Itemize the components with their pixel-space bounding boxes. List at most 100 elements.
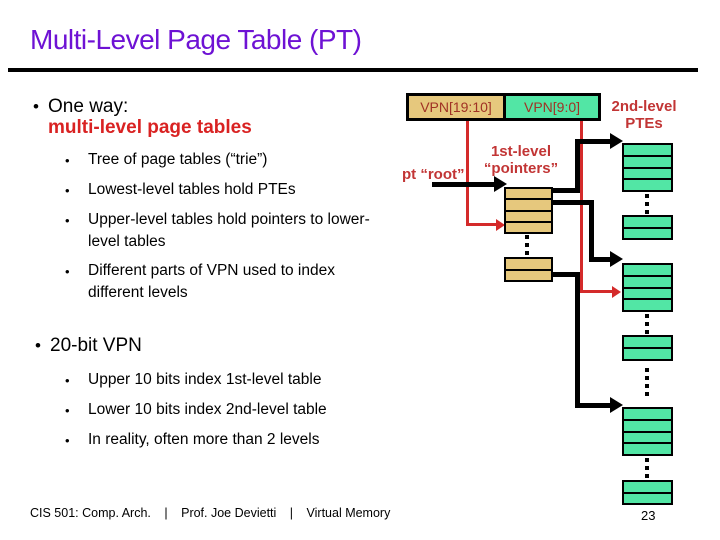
ellipsis-dotted-line — [645, 368, 649, 396]
page-table-row — [624, 145, 671, 155]
bullet-icon: • — [65, 213, 70, 228]
ellipsis-dotted-line — [645, 458, 649, 479]
pointer-line-to-pte-table-3 — [575, 272, 580, 408]
bullet-icon: • — [65, 373, 70, 388]
root-pointer-line — [432, 182, 496, 187]
list-item-text: Lowest-level tables hold PTEs — [88, 181, 296, 198]
list-item: • Lowest-level tables hold PTEs — [65, 179, 395, 202]
vpn-low-index-line — [580, 290, 613, 293]
first-level-table-continued — [504, 257, 553, 282]
list-item: • Upper-level tables hold pointers to lo… — [65, 209, 395, 253]
list-item-text: Upper 10 bits index 1st-level table — [88, 371, 322, 388]
second-level-pte-table-1-continued — [622, 215, 673, 240]
list-item: • In reality, often more than 2 levels — [65, 429, 415, 452]
ellipsis-dotted-line — [525, 235, 529, 256]
page-table-row — [624, 274, 671, 287]
bullet-icon: • — [35, 336, 41, 355]
bullet-icon: • — [33, 97, 39, 116]
one-way-sublist: • Tree of page tables (“trie”) • Lowest-… — [65, 149, 395, 311]
page-table-row — [624, 482, 671, 492]
bullet-20bit-vpn-label: 20-bit VPN — [50, 335, 142, 356]
page-table-row — [624, 337, 671, 347]
list-item: • Lower 10 bits index 2nd-level table — [65, 399, 415, 422]
bullet-icon: • — [65, 433, 70, 448]
footer-course: CIS 501: Comp. Arch. — [30, 506, 151, 520]
ellipsis-dotted-line — [645, 314, 649, 334]
second-level-pte-table-2-continued — [622, 335, 673, 361]
root-pointer-arrow-icon — [494, 176, 507, 192]
page-table-row — [624, 491, 671, 503]
second-level-ptes-label: 2nd-level PTEs — [598, 98, 690, 132]
second-level-pte-table-3-continued — [622, 480, 673, 505]
pointer-line-to-pte-table-1 — [552, 188, 580, 193]
list-item-text: Upper-level tables hold pointers to lowe… — [88, 211, 370, 250]
page-table-row — [624, 166, 671, 179]
bullet-one-way: • One way: — [33, 96, 128, 118]
list-item-text: Different parts of VPN used to index dif… — [88, 262, 335, 301]
bullet-icon: • — [65, 264, 70, 279]
vpn-low-bits-cell: VPN[9:0] — [503, 96, 598, 118]
page-table-row — [624, 286, 671, 299]
vpn-high-index-line — [466, 121, 469, 226]
list-item-text: In reality, often more than 2 levels — [88, 431, 320, 448]
page-table-row — [624, 418, 671, 431]
bullet-icon: • — [65, 153, 70, 168]
slide-footer: CIS 501: Comp. Arch. | Prof. Joe Deviett… — [30, 506, 390, 520]
second-level-pte-table-3 — [622, 407, 673, 456]
second-level-pte-table-2 — [622, 263, 673, 312]
second-level-label-line1: 2nd-level — [611, 98, 677, 115]
pointer-arrow-to-pte-table-1-icon — [610, 133, 623, 149]
pointer-line-to-pte-table-2 — [552, 200, 594, 205]
second-level-label-line2: PTEs — [625, 115, 663, 132]
vpn-high-bits-cell: VPN[19:10] — [409, 96, 503, 118]
first-level-table — [504, 187, 553, 234]
title-underline — [8, 68, 698, 72]
page-table-row — [624, 178, 671, 190]
bullet-one-way-emphasis: multi-level page tables — [48, 117, 252, 138]
pointer-line-to-pte-table-1 — [575, 139, 580, 193]
pointer-line-to-pte-table-2 — [589, 257, 612, 262]
first-level-label-line1: 1st-level — [490, 143, 552, 160]
bullet-icon: • — [65, 183, 70, 198]
page-table-row — [624, 347, 671, 359]
second-level-pte-table-1 — [622, 143, 673, 192]
bullet-20bit-vpn: • 20-bit VPN — [35, 335, 142, 357]
pointer-line-to-pte-table-3 — [552, 272, 580, 277]
page-table-row — [624, 442, 671, 454]
vpn-high-index-line — [466, 223, 497, 226]
list-item-text: Tree of page tables (“trie”) — [88, 151, 268, 168]
bullet-one-way-label: One way: — [48, 96, 129, 117]
page-table-row — [506, 209, 551, 221]
pointer-line-to-pte-table-2 — [589, 200, 594, 262]
vpn-low-index-line — [580, 121, 583, 293]
first-level-pointers-label: 1st-level “pointers” — [470, 143, 572, 177]
page-table-row — [624, 265, 671, 275]
page-number: 23 — [641, 508, 656, 523]
page-table-row — [506, 198, 551, 210]
pointer-line-to-pte-table-3 — [575, 403, 612, 408]
footer-separator: | — [289, 506, 294, 520]
list-item-text: Lower 10 bits index 2nd-level table — [88, 401, 327, 418]
vpn20-sublist: • Upper 10 bits index 1st-level table • … — [65, 369, 415, 459]
page-table-row — [624, 409, 671, 419]
pointer-arrow-to-pte-table-3-icon — [610, 397, 623, 413]
footer-professor: Prof. Joe Devietti — [181, 506, 277, 520]
first-level-label-line2: “pointers” — [483, 160, 559, 177]
list-item: • Upper 10 bits index 1st-level table — [65, 369, 415, 392]
page-table-row — [624, 226, 671, 238]
page-table-row — [624, 154, 671, 167]
vpn-low-index-arrow-icon — [612, 286, 621, 298]
pointer-arrow-to-pte-table-2-icon — [610, 251, 623, 267]
page-table-row — [506, 259, 551, 269]
page-table-row — [506, 189, 551, 199]
bullet-icon: • — [65, 403, 70, 418]
page-table-row — [506, 220, 551, 232]
list-item: • Tree of page tables (“trie”) — [65, 149, 395, 172]
page-table-row — [506, 268, 551, 280]
page-table-row — [624, 298, 671, 310]
pointer-line-to-pte-table-1 — [577, 139, 612, 144]
page-title: Multi-Level Page Table (PT) — [30, 24, 362, 55]
footer-topic: Virtual Memory — [306, 506, 391, 520]
list-item: • Different parts of VPN used to index d… — [65, 260, 395, 304]
